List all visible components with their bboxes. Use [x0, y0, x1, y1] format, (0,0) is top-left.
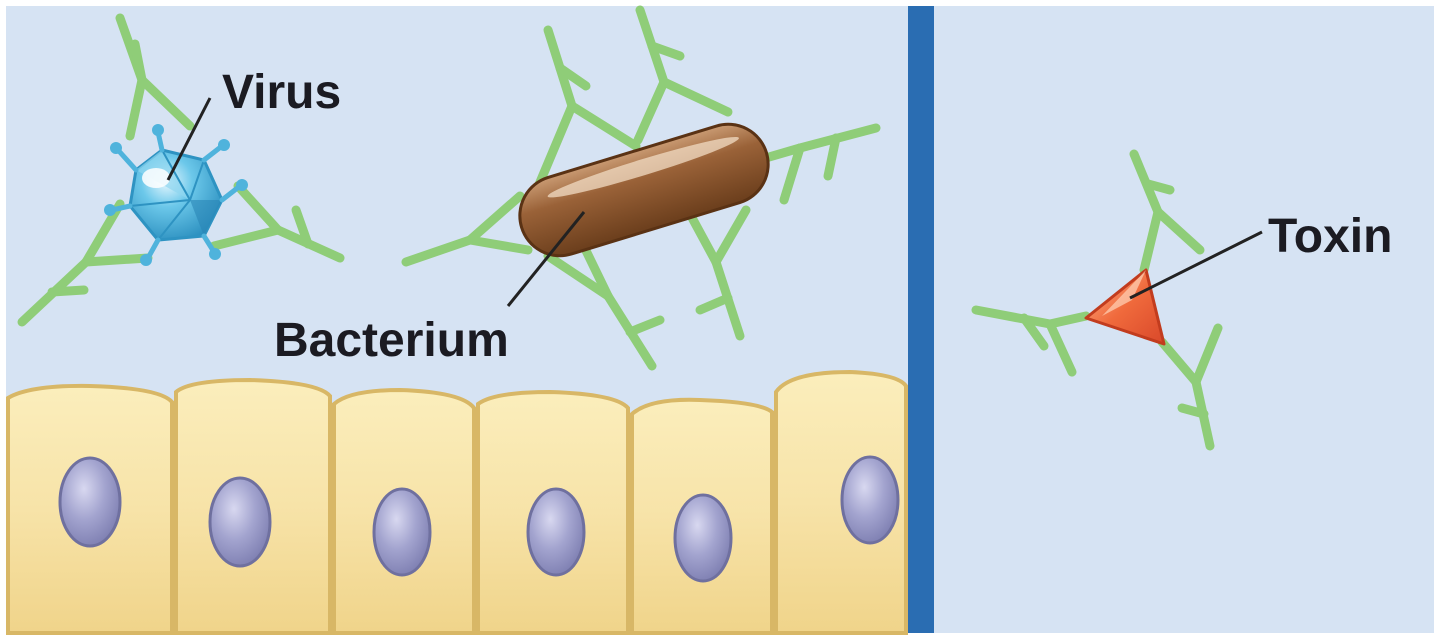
epithelial-cell-icon — [630, 397, 774, 635]
toxin-icon — [1084, 268, 1166, 346]
panel-divider — [908, 6, 934, 633]
epithelial-cell-icon — [174, 377, 332, 635]
bacterium-icon — [518, 122, 770, 258]
toxin-label: Toxin — [1268, 210, 1392, 263]
virus-label: Virus — [222, 66, 341, 119]
epithelial-cell-icon — [6, 383, 174, 635]
antibody-icon — [543, 225, 665, 371]
virus-antibody-complex — [17, 13, 345, 327]
bacterium-label: Bacterium — [274, 314, 509, 367]
antibody-icon — [401, 191, 533, 267]
nucleus-icon — [526, 487, 586, 577]
antibody-icon — [1157, 323, 1223, 451]
nucleus-icon — [673, 493, 733, 583]
antibody-icon — [209, 181, 345, 263]
antibody-icon — [1129, 149, 1205, 275]
antibody-icon — [685, 205, 751, 341]
toxin-antibody-complex — [971, 149, 1223, 451]
epithelial-cell-icon — [476, 389, 630, 635]
virus-pointer-line — [166, 97, 212, 181]
toxin-pointer-line — [1129, 230, 1263, 300]
antibody-icon — [633, 5, 733, 145]
nucleus-icon — [372, 487, 432, 577]
virus-icon — [104, 124, 248, 266]
antibody-icon — [115, 13, 195, 141]
nucleus-icon — [58, 456, 122, 548]
nucleus-icon — [840, 455, 900, 545]
epithelial-cell-layer — [6, 369, 908, 635]
epithelial-cell-icon — [774, 369, 908, 635]
antibody-icon — [971, 305, 1091, 377]
epithelial-cell-icon — [332, 387, 476, 635]
nucleus-icon — [208, 476, 272, 568]
bacterium-antibody-complex — [401, 5, 881, 371]
bacterium-pointer-line — [506, 211, 586, 307]
